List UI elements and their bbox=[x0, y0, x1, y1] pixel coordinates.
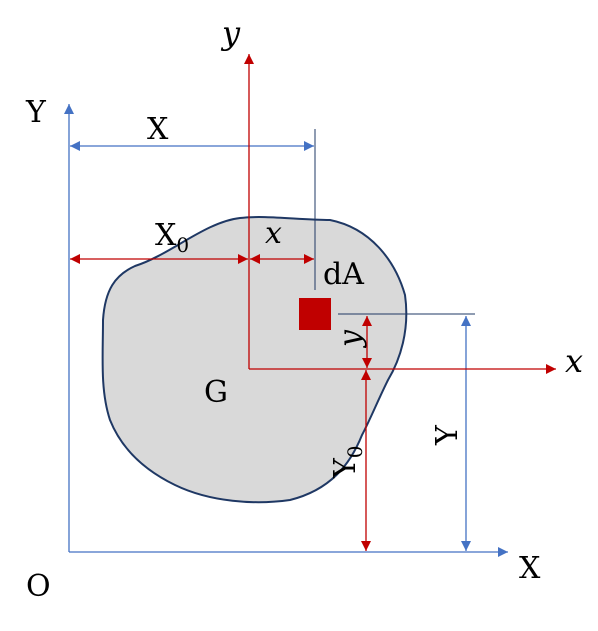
label-centroid: G bbox=[204, 375, 228, 410]
label-dim-X0: X0 bbox=[155, 218, 189, 257]
label-origin: O bbox=[26, 569, 51, 604]
label-dim-Y0-main: Y bbox=[328, 457, 363, 479]
label-dim-Y0-sub: 0 bbox=[343, 445, 367, 458]
label-dim-Y0: Y0 bbox=[328, 445, 367, 479]
element-dA bbox=[299, 298, 331, 330]
label-dim-X0-sub: 0 bbox=[176, 233, 189, 257]
label-dim-X: X bbox=[147, 112, 169, 147]
label-element: dA bbox=[323, 257, 364, 292]
label-global-y-axis: Y bbox=[25, 95, 47, 130]
label-dim-y: y bbox=[333, 329, 368, 349]
label-local-y-axis: y bbox=[220, 14, 241, 52]
label-global-x-axis: X bbox=[519, 551, 541, 586]
label-dim-X0-main: X bbox=[155, 218, 177, 253]
label-dim-Y: Y bbox=[430, 424, 465, 446]
label-local-x-axis: x bbox=[565, 342, 583, 380]
label-dim-x: x bbox=[265, 216, 282, 251]
